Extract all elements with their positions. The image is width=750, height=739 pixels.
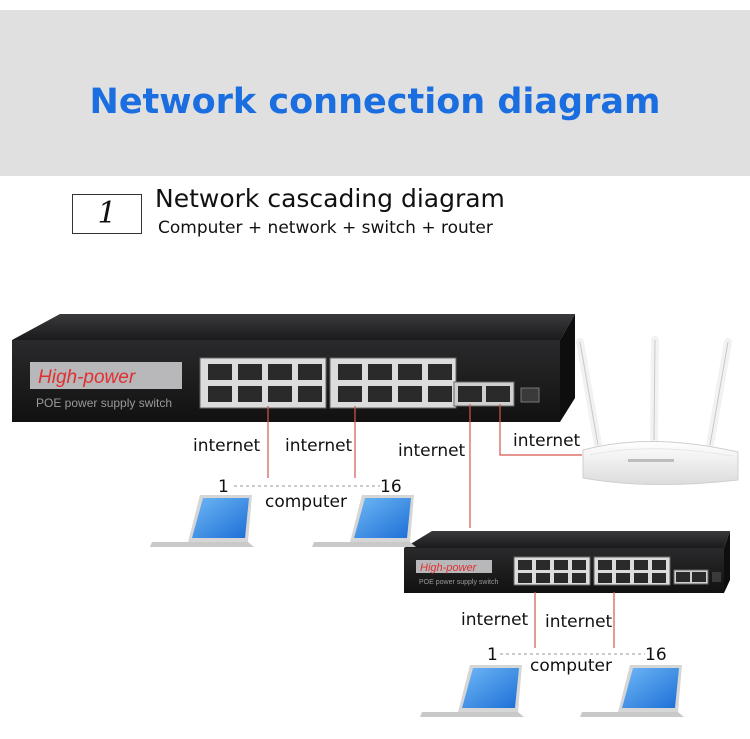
label-last-computer-top: 16	[380, 477, 402, 497]
section-number: 1	[72, 194, 142, 234]
model-text: POE power supply switch	[36, 396, 172, 410]
section-subtitle: Computer + network + switch + router	[158, 218, 493, 238]
port-group-1	[199, 357, 327, 409]
brand-plate	[30, 362, 182, 389]
label-internet-router: internet	[513, 431, 581, 451]
cable-router	[499, 404, 582, 456]
label-first-computer-bottom: 1	[487, 645, 498, 665]
secondary-brand-text: High-power	[420, 562, 478, 574]
main-switch: High-power POE power supply switch	[12, 314, 575, 422]
secondary-switch: High-power POE power supply switch	[404, 531, 730, 593]
main-switch-top	[12, 314, 575, 340]
label-first-computer-top: 1	[218, 477, 229, 497]
router	[576, 336, 739, 486]
main-switch-side	[560, 314, 575, 422]
label-internet-cascade: internet	[398, 441, 466, 461]
laptop-bottom-right	[580, 665, 684, 717]
laptop-top-left	[150, 495, 254, 547]
laptop-bottom-left	[420, 665, 524, 717]
header-banner: Network connection diagram	[0, 10, 750, 176]
section-title: Network cascading diagram	[155, 184, 505, 213]
page-title: Network connection diagram	[89, 82, 661, 122]
port-group-2	[329, 357, 457, 409]
label-internet-port-1: internet	[193, 436, 261, 456]
label-last-computer-bottom: 16	[645, 645, 667, 665]
label-computer-bottom: computer	[530, 656, 612, 676]
label-internet-secondary-port-1: internet	[461, 610, 529, 630]
cables	[267, 404, 615, 648]
laptop-top-right	[312, 495, 416, 547]
label-computer-top: computer	[265, 492, 347, 512]
brand-text: High-power	[38, 367, 136, 388]
uplink-ports	[453, 381, 540, 407]
secondary-switch-top	[404, 531, 730, 548]
label-internet-port-16: internet	[285, 436, 353, 456]
label-internet-secondary-port-16: internet	[545, 612, 613, 632]
secondary-model-text: POE power supply switch	[419, 579, 498, 586]
